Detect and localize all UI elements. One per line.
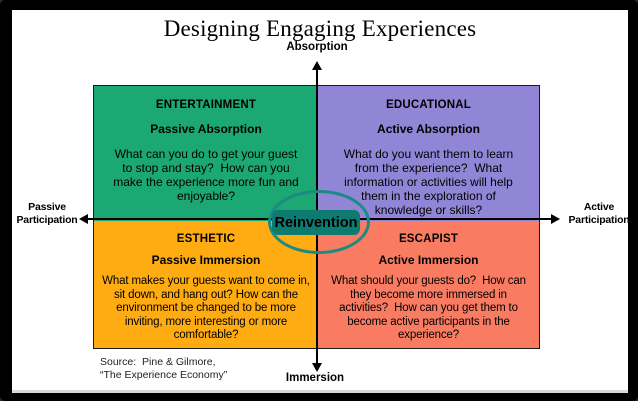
quadrant-educational-subtitle: Active Absorption <box>377 122 480 136</box>
axis-label-passive-participation: Passive Participation <box>16 201 78 226</box>
quadrant-entertainment-title: ENTERTAINMENT <box>155 99 257 111</box>
arrowhead-left-icon <box>79 214 88 224</box>
arrowhead-up-icon <box>312 61 322 70</box>
quadrant-educational: EDUCATIONAL Active Absorption What do yo… <box>318 86 539 221</box>
quadrant-entertainment-body: What can you do to get your guest to sto… <box>113 147 299 203</box>
quadrant-escapist-subtitle: Active Immersion <box>378 253 479 267</box>
quadrant-entertainment-subtitle: Passive Absorption <box>150 122 262 136</box>
page-title: Designing Engaging Experiences <box>163 16 477 41</box>
diagram-canvas: Designing Engaging Experiences Absorptio… <box>12 10 630 393</box>
axis-label-immersion: Immersion <box>285 372 345 384</box>
quadrant-educational-body: What do you want them to learn from the … <box>343 147 514 217</box>
center-reinvention-box: Reinvention <box>272 210 360 235</box>
source-citation: Source: Pine & Gilmore, “The Experience … <box>100 356 228 381</box>
quadrant-educational-title: EDUCATIONAL <box>385 99 472 111</box>
center-reinvention-label: Reinvention <box>274 214 358 231</box>
quadrant-esthetic-body: What makes your guests want to come in, … <box>102 275 310 341</box>
axis-label-active-participation: Active Participation <box>568 201 630 226</box>
center-ellipse <box>268 190 370 254</box>
quadrant-esthetic-title: ESTHETIC <box>176 233 236 245</box>
quadrant-escapist-title: ESCAPIST <box>398 233 459 245</box>
arrowhead-right-icon <box>551 214 560 224</box>
arrowhead-down-icon <box>312 363 322 372</box>
quadrant-escapist: ESCAPIST Active Immersion What should yo… <box>318 221 539 348</box>
quadrant-escapist-body: What should your guests do? How can they… <box>331 275 526 341</box>
quadrant-esthetic-subtitle: Passive Immersion <box>151 253 261 267</box>
axis-label-absorption: Absorption <box>286 41 348 53</box>
quadrant-entertainment: ENTERTAINMENT Passive Absorption What ca… <box>94 86 318 221</box>
